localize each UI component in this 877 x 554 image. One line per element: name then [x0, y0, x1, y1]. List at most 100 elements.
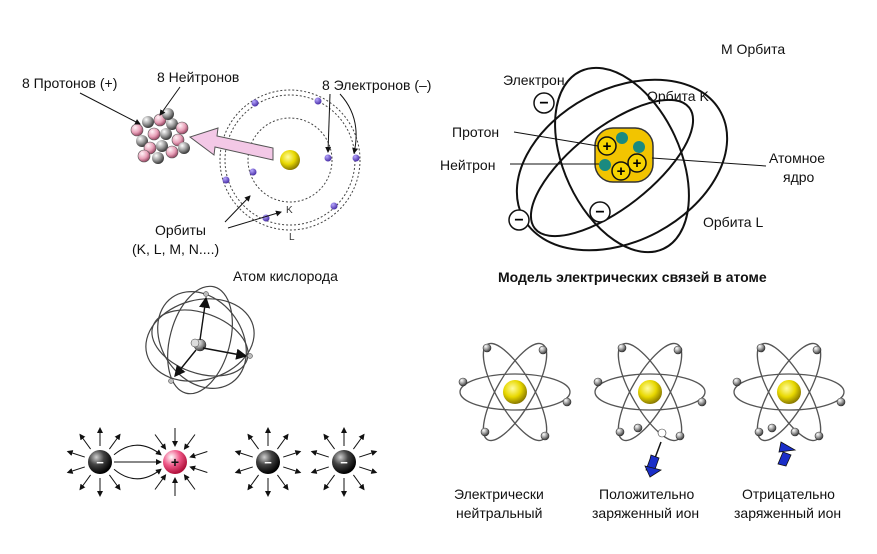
orbits-label-line2: (K, L, M, N....)	[132, 241, 219, 257]
orbit-electron	[615, 427, 625, 437]
electron-arriving-arrow	[777, 441, 797, 467]
positive-ion-atom	[594, 342, 706, 442]
orbit-electron	[480, 427, 490, 437]
proton-plus-sign: +	[633, 155, 642, 172]
field-line-arrow	[66, 466, 85, 474]
orbit-k-ellipse	[554, 66, 690, 254]
proton-label: Протон	[452, 124, 499, 140]
orbit-electron	[675, 431, 685, 441]
field-line-arrow	[234, 450, 253, 458]
nucleus-label-line1: Атомное	[769, 150, 825, 166]
orbit-l-label: Орбита L	[703, 214, 763, 230]
electron-leaving-arrow	[644, 441, 663, 478]
field-line-arrow	[323, 433, 335, 450]
orbit-electron	[538, 345, 548, 355]
orbit-electron	[756, 343, 766, 353]
oxygen-nucleus	[280, 150, 300, 170]
orbit-electron	[754, 427, 764, 437]
negative-ion-atom	[733, 342, 845, 442]
field-line-arrow	[323, 474, 335, 491]
negative-ion-label-line2: заряженный ион	[734, 505, 841, 521]
positive-charge	[163, 450, 187, 474]
orbit-electron	[633, 423, 643, 433]
proton-particle	[627, 153, 647, 173]
neutral-label-line1: Электрически	[454, 486, 544, 502]
electron-minus-sign: −	[539, 95, 548, 112]
electron-minus-sign: −	[595, 204, 604, 221]
field-line-arrow	[247, 474, 259, 491]
orbit-electron	[767, 423, 777, 433]
bond-model-diagram: + + + − − − М Орбита Электрон Орбита K П…	[440, 41, 825, 285]
orbit-electron	[812, 345, 822, 355]
orbit-l-ellipse	[529, 98, 695, 238]
orbit-electron	[673, 345, 683, 355]
proton-plus-sign: +	[617, 163, 626, 180]
orbit-electron	[562, 397, 572, 407]
field-line-arrow	[109, 433, 121, 450]
field-line-arrow	[359, 450, 378, 458]
neutron-label: Нейтрон	[440, 157, 495, 173]
electron-dot	[249, 168, 257, 176]
orbit-electron	[617, 343, 627, 353]
protons-label: 8 Протонов (+)	[22, 75, 117, 91]
field-line-arrow	[310, 450, 329, 458]
field-line-arrow	[283, 466, 302, 474]
electron-dot	[222, 176, 230, 184]
electron-vacancy	[657, 428, 667, 438]
orbit-electron	[836, 397, 846, 407]
orbit-electron	[732, 377, 742, 387]
proton-particle	[611, 161, 631, 181]
field-line-arrow	[277, 474, 289, 491]
electron-minus-sign: −	[514, 212, 523, 229]
field-line-arrow	[183, 434, 196, 450]
field-line-arrow	[359, 466, 378, 474]
field-line-arrow	[353, 474, 365, 491]
neutron-particle	[633, 141, 645, 153]
extra-electron	[790, 427, 800, 437]
pink-pointer-arrow	[188, 127, 274, 161]
field-line-arrow	[277, 433, 289, 450]
orbit-k-label: Орбита K	[647, 88, 709, 104]
orbit-electron	[458, 377, 468, 387]
orbit-l-ring-outer	[219, 89, 361, 231]
field-line-arrow	[189, 465, 208, 473]
negative-ion-label-line1: Отрицательно	[742, 486, 835, 502]
electron-dot	[324, 154, 332, 162]
electron-dot	[330, 202, 338, 210]
field-line-arrow	[79, 433, 91, 450]
electron-dot	[251, 99, 259, 107]
ion-diagrams: Электрически нейтральный Положительно за…	[454, 342, 846, 521]
neutron-particle	[616, 132, 628, 144]
field-line-arrow	[154, 434, 167, 450]
electron-dot	[314, 97, 322, 105]
neutral-label-line2: нейтральный	[456, 505, 542, 521]
negative-charge	[88, 450, 112, 474]
electron-label: Электрон	[503, 72, 565, 88]
field-line-arrow	[353, 433, 365, 450]
oxygen-orbit-diagram: 8 Протонов (+) 8 Нейтронов 8 Электронов …	[22, 69, 431, 284]
field-line-arrow	[283, 450, 302, 458]
electrons-label: 8 Электронов (–)	[322, 77, 431, 93]
field-line-arrow	[189, 451, 208, 459]
field-line-arrow	[79, 474, 91, 491]
orbit-electron	[593, 377, 603, 387]
atom-3d-sketch	[145, 285, 255, 395]
orbit-electron	[540, 431, 550, 441]
m-orbit-label: М Орбита	[721, 41, 785, 57]
positive-ion-label-line2: заряженный ион	[592, 505, 699, 521]
neutrons-label: 8 Нейтронов	[157, 69, 239, 85]
electron-particle	[589, 201, 611, 223]
field-line-arrow	[66, 450, 85, 458]
field-line-arrow	[310, 466, 329, 474]
proton-plus-sign: +	[603, 138, 612, 155]
negative-charge-sign: −	[264, 455, 272, 470]
orbit-k-ring	[247, 117, 333, 203]
orbit-electron	[482, 343, 492, 353]
negative-charge	[256, 450, 280, 474]
nucleus-label-line2: ядро	[783, 169, 815, 185]
orbit-electron	[697, 397, 707, 407]
oxygen-caption: Атом кислорода	[233, 268, 338, 284]
electric-field-diagrams: − + − −	[66, 427, 378, 497]
field-line-arrow	[113, 468, 162, 480]
